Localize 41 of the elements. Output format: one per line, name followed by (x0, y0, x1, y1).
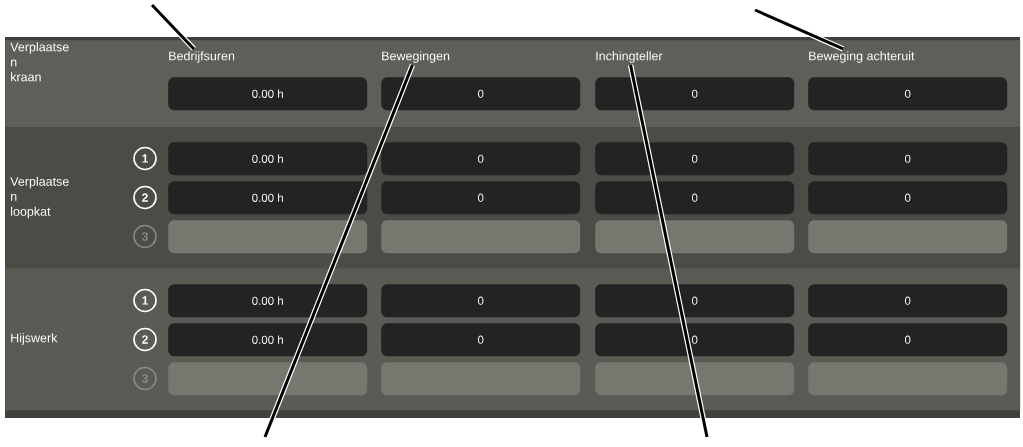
leader-line (753, 7, 845, 52)
empty-field (381, 220, 581, 254)
display-field: 0.00 h (168, 142, 368, 176)
display-field: 0 (595, 77, 795, 111)
display-field: 0 (808, 323, 1008, 357)
display-field: 0 (381, 77, 581, 111)
empty-field (595, 220, 795, 254)
display-field: 0 (595, 323, 795, 357)
number-badge: 2 (133, 327, 157, 352)
empty-field (168, 220, 368, 254)
empty-field (595, 362, 795, 396)
leader-line (150, 3, 196, 51)
empty-field (808, 362, 1008, 396)
display-field: 0.00 h (168, 77, 368, 111)
number-badge: 1 (133, 288, 157, 313)
number-badge: 3 (133, 224, 157, 249)
display-field: 0 (381, 284, 581, 318)
leader-line (627, 64, 710, 438)
number-badge: 2 (133, 185, 157, 210)
number-badge: 1 (133, 146, 157, 171)
empty-field (381, 362, 581, 396)
column-heading: Bewegingen (382, 51, 450, 63)
display-field: 0 (808, 284, 1008, 318)
display-field: 0.00 h (168, 284, 368, 318)
display-field: 0 (808, 142, 1008, 176)
display-field: 0 (808, 181, 1008, 215)
empty-field (808, 220, 1008, 254)
display-field: 0.00 h (168, 181, 368, 215)
column-heading: Inchingteller (596, 51, 663, 63)
column-heading: Beweging achteruit (809, 51, 915, 63)
display-field: 0 (595, 181, 795, 215)
display-field: 0 (595, 284, 795, 318)
display-field: 0 (808, 77, 1008, 111)
display-field: 0 (381, 181, 581, 215)
column-heading: Bedrijfsuren (169, 51, 235, 63)
display-field: 0 (381, 142, 581, 176)
display-field: 0 (381, 323, 581, 357)
display-field: 0.00 h (168, 323, 368, 357)
empty-field (168, 362, 368, 396)
leader-line (262, 64, 415, 438)
display-field: 0 (595, 142, 795, 176)
